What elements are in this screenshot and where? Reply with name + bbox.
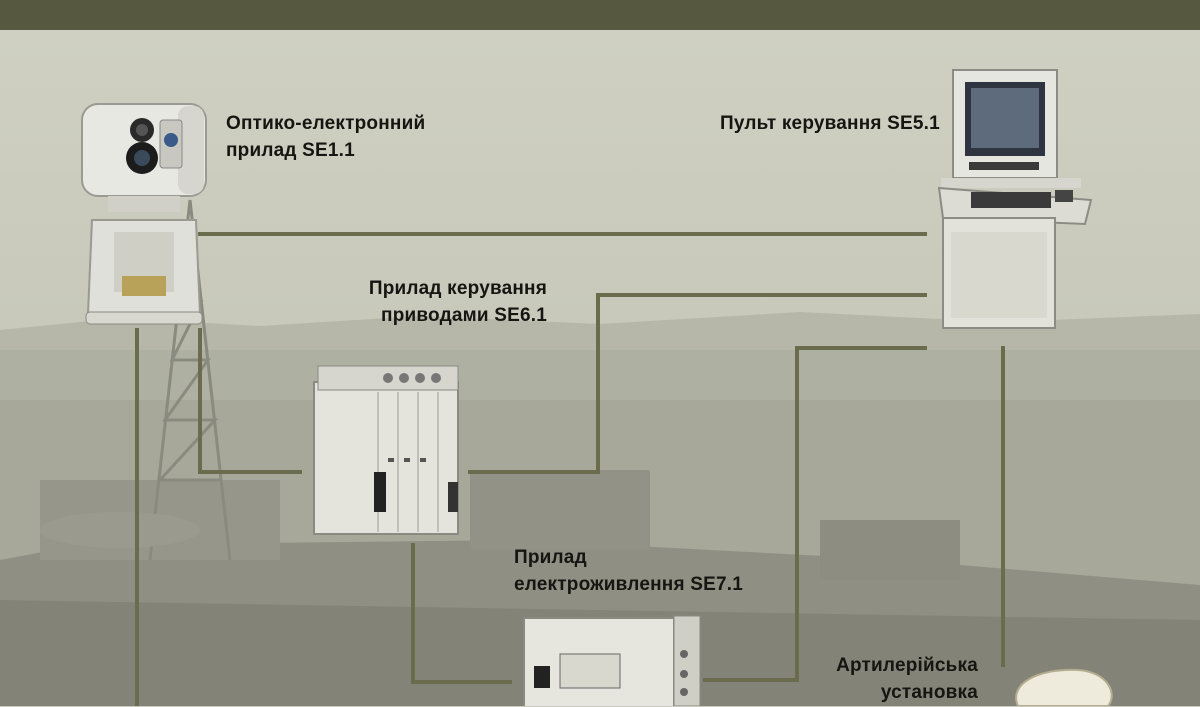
optical-device-label: Оптико-електронний прилад SE1.1 xyxy=(226,111,425,165)
artillery-mount-image xyxy=(1015,668,1113,706)
power-supply-unit-label-line2: електроживлення SE7.1 xyxy=(514,573,743,595)
drive-control-unit-label: Прилад керування приводами SE6.1 xyxy=(352,276,547,330)
optical-device-label-line2: прилад SE1.1 xyxy=(226,139,355,161)
power-supply-unit-label: Прилад електроживлення SE7.1 xyxy=(514,545,743,599)
drive-control-unit-label-line2: приводами SE6.1 xyxy=(381,304,547,326)
power-supply-unit-image xyxy=(523,615,701,706)
artillery-mount-label-line2: установка xyxy=(880,681,978,703)
drive-control-unit-label-line1: Прилад керування xyxy=(368,278,547,299)
header-bar xyxy=(0,0,1200,30)
artillery-mount-label: Артилерійська установка xyxy=(812,653,978,707)
artillery-mount-label-line1: Артилерійська xyxy=(836,655,978,676)
control-console-label-line1: Пульт керування SE5.1 xyxy=(720,113,940,134)
control-console-label: Пульт керування SE5.1 xyxy=(720,111,940,138)
optical-device-image xyxy=(81,103,207,325)
drive-control-unit-image xyxy=(313,365,459,535)
control-console-image xyxy=(937,69,1093,329)
optical-device-label-line1: Оптико-електронний xyxy=(226,113,426,134)
power-supply-unit-label-line1: Прилад xyxy=(514,547,587,568)
